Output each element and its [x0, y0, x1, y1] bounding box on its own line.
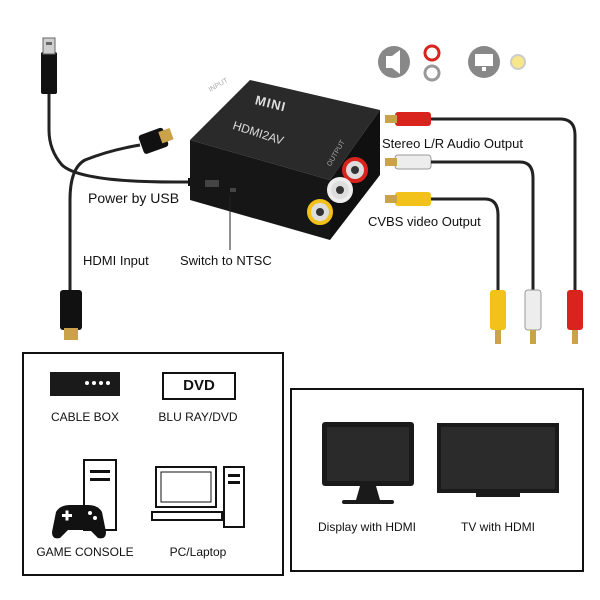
- video-output-label: CVBS video Output: [368, 214, 481, 229]
- tv-display-icon: [437, 423, 559, 497]
- tower-pc-icon: [151, 466, 245, 528]
- power-label: Power by USB: [88, 190, 180, 206]
- cable-box-icon: [50, 372, 120, 396]
- speaker-icon: [378, 46, 410, 78]
- monitor-icon: [468, 46, 500, 78]
- hdmi-plug-icon: [68, 127, 174, 300]
- switch-label: Switch to NTSC: [180, 253, 272, 268]
- cable-box-label: CABLE BOX: [50, 410, 120, 424]
- pc-laptop-label: PC/Laptop: [169, 545, 227, 559]
- hdmi-plug-icon-bottom: [60, 290, 82, 340]
- game-console-label: GAME CONSOLE: [36, 545, 134, 559]
- rca-yellow-cable: [385, 192, 506, 344]
- rca-audio-jacks-icon: [423, 44, 441, 82]
- converter-device: [190, 80, 380, 240]
- video-jack-icon: [510, 54, 526, 70]
- tv-label: TV with HDMI: [460, 520, 535, 534]
- rca-red-cable: [385, 112, 583, 344]
- dvd-icon: DVD: [162, 372, 236, 400]
- monitor-label: Display with HDMI: [317, 520, 416, 534]
- rca-white-cable: [385, 154, 542, 344]
- audio-output-label: Stereo L/R Audio Output: [382, 136, 523, 151]
- usb-plug-icon: [41, 37, 176, 184]
- hdmi-input-label: HDMI Input: [83, 253, 149, 268]
- monitor-display-icon: [322, 422, 414, 504]
- gamepad-icon: [52, 505, 106, 539]
- blu-ray-label: BLU RAY/DVD: [158, 410, 238, 424]
